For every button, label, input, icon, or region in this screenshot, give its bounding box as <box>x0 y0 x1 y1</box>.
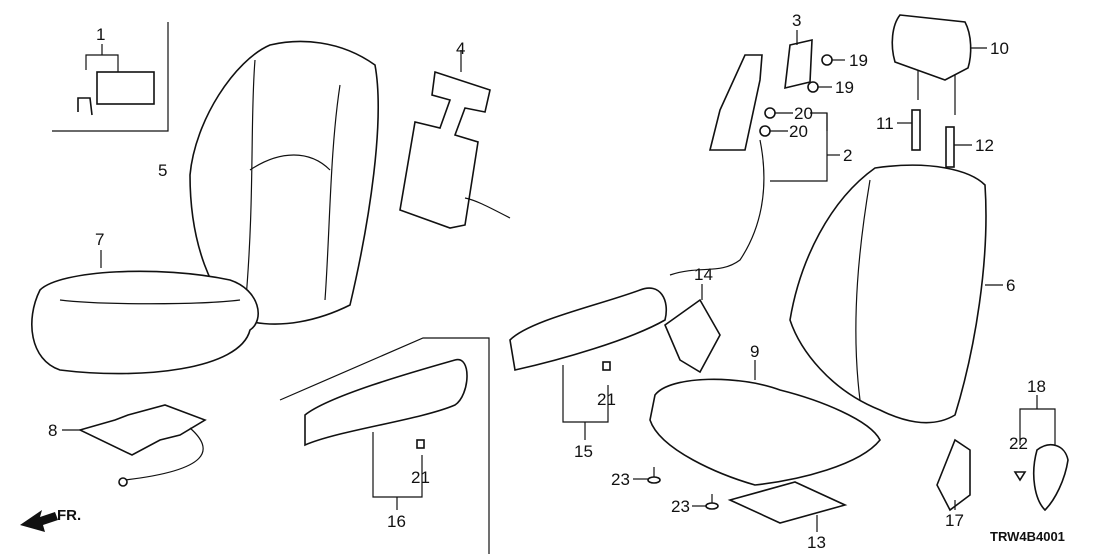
recliner-cover-17 <box>936 438 971 512</box>
cushion-pad-9 <box>649 378 881 486</box>
line-art <box>855 179 871 401</box>
cushion-cover-7 <box>31 270 259 375</box>
knob-cover-18 <box>1032 444 1069 512</box>
callout-8: 8 <box>48 421 57 440</box>
callout-21a: 21 <box>597 390 616 409</box>
callout-12: 12 <box>975 136 994 155</box>
callout-19b: 19 <box>835 78 854 97</box>
staple-single <box>77 97 93 116</box>
sheet-13 <box>727 481 848 524</box>
nut-19a <box>821 54 833 66</box>
callout-6: 6 <box>1006 276 1015 295</box>
line-art <box>52 22 169 132</box>
line-art <box>324 84 341 301</box>
line-art <box>124 427 204 481</box>
bracket-3 <box>784 38 813 90</box>
callout-11: 11 <box>876 114 894 133</box>
line-art <box>669 139 765 276</box>
callout-1: 1 <box>96 25 105 44</box>
seat-heater-8 <box>77 404 207 456</box>
cover-14 <box>664 298 721 374</box>
line-art <box>279 337 490 554</box>
direction-label: FR. <box>57 507 81 524</box>
callout-13: 13 <box>807 533 826 552</box>
screw-23b <box>705 494 719 510</box>
line-art <box>770 112 828 182</box>
clip-21b <box>416 439 425 449</box>
backrest-pad-4 <box>399 70 491 229</box>
callout-18: 18 <box>1027 377 1046 396</box>
line-art <box>85 54 119 78</box>
guide-11 <box>911 109 921 151</box>
callout-5: 5 <box>158 161 167 180</box>
headrest-10 <box>891 14 972 81</box>
callout-23b: 23 <box>671 497 690 516</box>
line-art <box>59 299 241 305</box>
screw-23a <box>647 467 661 484</box>
heater-connector <box>118 477 128 487</box>
line-art <box>372 432 423 498</box>
staple-inset-box <box>52 22 169 132</box>
grommet-20a <box>764 107 776 119</box>
callout-2: 2 <box>843 146 852 165</box>
outer-trim-15 <box>509 287 667 371</box>
diagram-code: TRW4B4001 <box>990 529 1065 544</box>
callout-3: 3 <box>792 11 801 30</box>
guide-12 <box>945 126 955 168</box>
callout-20b: 20 <box>789 122 808 141</box>
seatback-6 <box>789 164 987 424</box>
line-art <box>464 197 511 219</box>
nut-19b <box>807 81 819 93</box>
callout-4: 4 <box>456 39 465 58</box>
line-art <box>20 510 58 532</box>
side-airbag-2 <box>708 54 763 151</box>
callout-19a: 19 <box>849 51 868 70</box>
callout-21b: 21 <box>411 468 430 487</box>
front-direction-arrow <box>20 510 58 532</box>
callout-7: 7 <box>95 230 104 249</box>
line-art <box>705 502 719 510</box>
clip-22 <box>1013 471 1027 482</box>
callout-23a: 23 <box>611 470 630 489</box>
callout-22: 22 <box>1009 434 1028 453</box>
grommet-20b <box>759 125 771 137</box>
staple-pack <box>96 71 155 105</box>
callout-15: 15 <box>574 442 593 461</box>
callout-16: 16 <box>387 512 406 531</box>
outer-trim-16 <box>304 359 468 447</box>
callout-17: 17 <box>945 511 964 530</box>
line-art <box>244 59 256 311</box>
callout-20a: 20 <box>794 104 813 123</box>
line-art <box>249 154 331 171</box>
callout-10: 10 <box>990 39 1009 58</box>
line-art <box>647 476 661 484</box>
clip-21a <box>602 361 611 371</box>
callout-14: 14 <box>694 265 713 284</box>
callout-9: 9 <box>750 342 759 361</box>
